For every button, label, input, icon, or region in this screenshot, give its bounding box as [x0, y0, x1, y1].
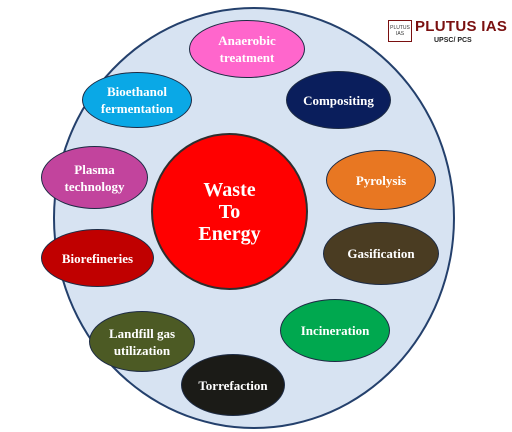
logo-box-line2: IAS — [395, 31, 405, 37]
node-pyrolysis: Pyrolysis — [326, 150, 436, 210]
logo-name: PLUTUS IAS — [415, 18, 508, 35]
logo-book-icon: PLUTUS IAS — [388, 20, 412, 42]
logo-box-line1: PLUTUS — [390, 25, 410, 31]
plutus-ias-logo: PLUTUS IAS PLUTUS IAS UPSC/ PCS — [388, 18, 508, 48]
node-compositing: Compositing — [286, 71, 391, 129]
center-circle-waste-to-energy: Waste To Energy — [151, 133, 308, 290]
node-incineration: Incineration — [280, 299, 390, 362]
node-biorefineries: Biorefineries — [41, 229, 154, 287]
node-gasification: Gasification — [323, 222, 439, 285]
node-plasma-technology: Plasma technology — [41, 146, 148, 209]
logo-tagline: UPSC/ PCS — [434, 37, 472, 44]
node-landfill-gas-utilization: Landfill gas utilization — [89, 311, 195, 372]
node-torrefaction: Torrefaction — [181, 354, 285, 416]
node-bioethanol-fermentation: Bioethanol fermentation — [82, 72, 192, 128]
node-anaerobic-treatment: Anaerobic treatment — [189, 20, 305, 78]
